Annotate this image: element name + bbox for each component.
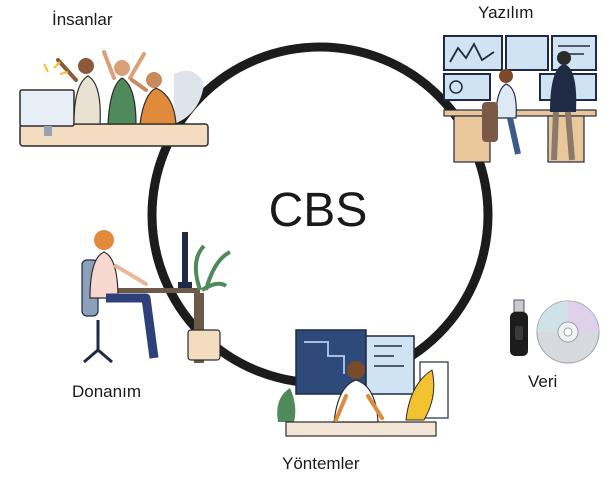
person-drawing-map-icon [277, 329, 449, 437]
label-people: İnsanlar [52, 10, 113, 29]
label-methods: Yöntemler [282, 454, 360, 473]
center-label: CBS [268, 184, 368, 237]
person-at-desktop-computer-icon [81, 230, 232, 364]
team-celebrating-icon [19, 50, 209, 147]
usb-drive-and-cd-icon [510, 299, 600, 364]
cd-disc-icon [536, 300, 600, 364]
label-software: Yazılım [478, 3, 534, 22]
label-data: Veri [528, 372, 558, 391]
developers-at-dashboards-icon [443, 35, 597, 163]
usb-drive-icon [510, 299, 528, 356]
label-hardware: Donanım [72, 382, 141, 401]
